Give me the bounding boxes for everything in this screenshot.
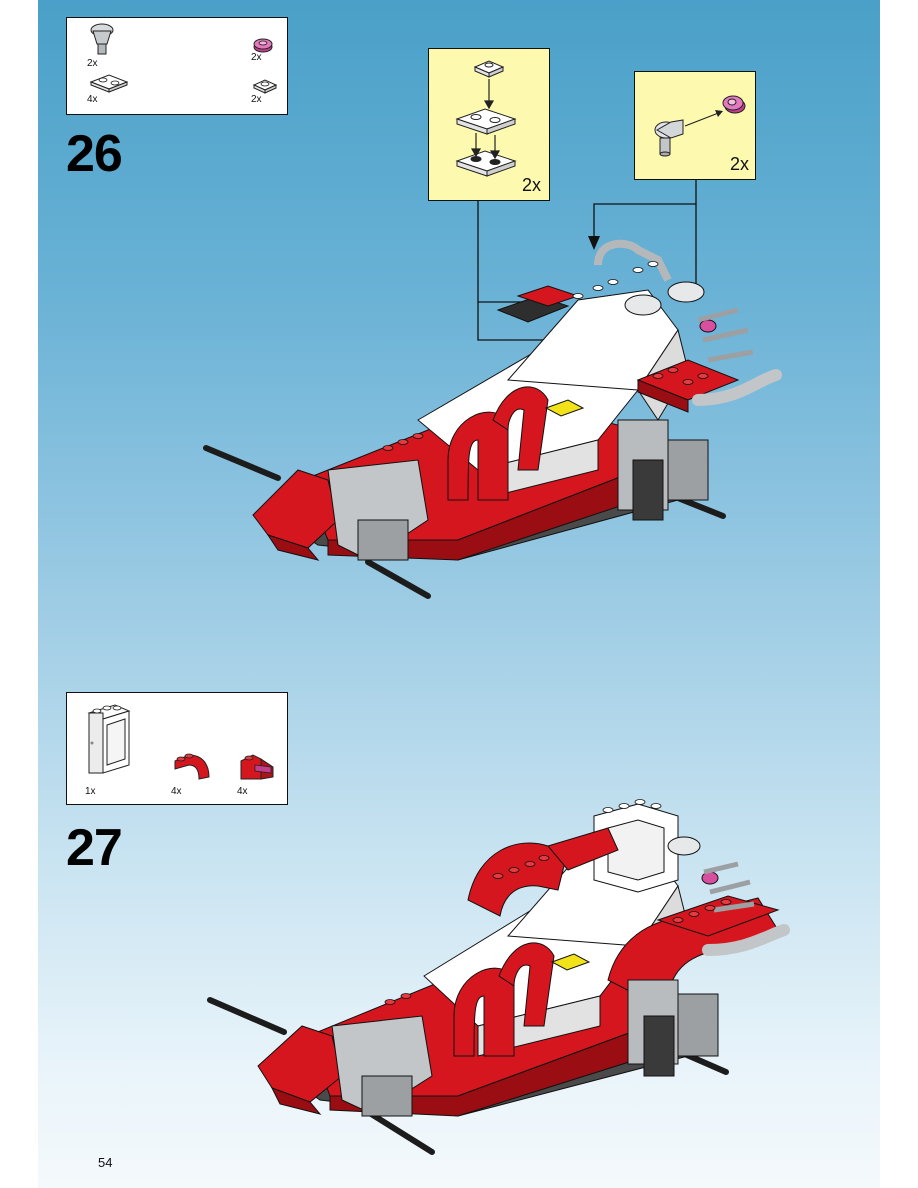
red-wedge-slope-icon [237,745,277,785]
page-number: 54 [98,1155,112,1170]
instruction-page: 2x 2x 4x 2x 26 [38,0,880,1188]
red-curved-slope-icon [171,743,215,783]
white-window-frame-icon [83,699,133,779]
step-26-model-illustration [38,0,880,620]
step-27-model-illustration [38,780,880,1180]
